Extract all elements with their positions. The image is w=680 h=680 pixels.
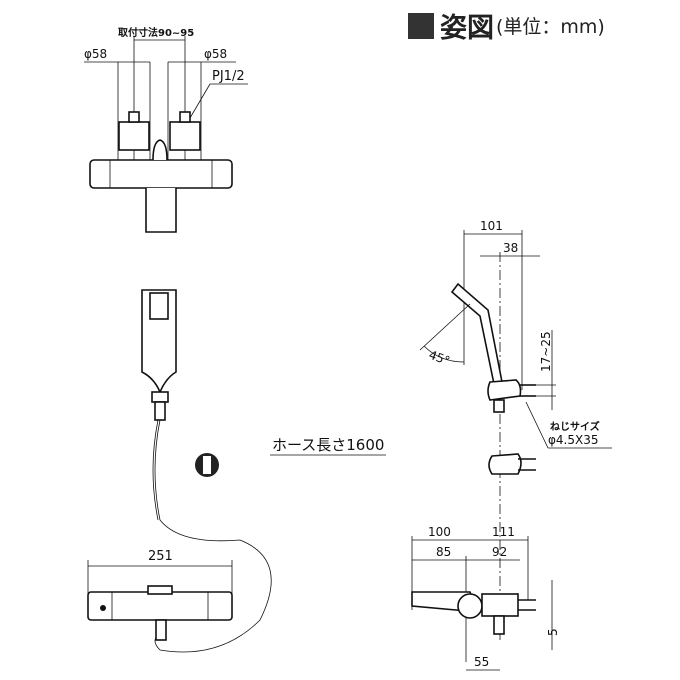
screw-size-label: φ4.5X35 bbox=[548, 433, 599, 447]
page-title: 姿図 (単位：mm) bbox=[408, 6, 605, 45]
dim-92-label: 92 bbox=[492, 545, 507, 559]
dim-5-label: 5 bbox=[546, 628, 560, 636]
dim-111-label: 111 bbox=[492, 525, 515, 539]
dia-right-label: φ58 bbox=[204, 47, 227, 61]
dim-55-label: 55 bbox=[474, 655, 489, 669]
hose-length-label: ホース長さ1600 bbox=[272, 436, 384, 454]
dia-left-label: φ58 bbox=[84, 47, 107, 61]
width-101-label: 101 bbox=[480, 219, 503, 233]
unit-label: (単位：mm) bbox=[496, 16, 605, 38]
screw-size-title: ねじサイズ bbox=[550, 420, 600, 433]
bottom-side-view: 100 111 85 92 5 55 bbox=[411, 525, 560, 671]
top-view: 取付寸法90~95 φ58 φ58 PJ1/2 bbox=[84, 26, 248, 233]
thread-label: PJ1/2 bbox=[212, 69, 245, 84]
hand-shower bbox=[141, 289, 272, 653]
title-text: 姿図 bbox=[440, 13, 494, 44]
dim-100-label: 100 bbox=[428, 525, 451, 539]
mount-pitch-label: 取付寸法90~95 bbox=[118, 26, 194, 39]
title-square-icon bbox=[408, 12, 434, 39]
side-view: 101 38 45° 17~25 ねじサイズ φ4.5X35 bbox=[419, 219, 612, 640]
width-38-label: 38 bbox=[503, 241, 518, 255]
front-width-label: 251 bbox=[148, 549, 173, 564]
angle-label: 45° bbox=[427, 348, 452, 368]
front-view: 251 bbox=[87, 549, 233, 641]
dim-85-label: 85 bbox=[436, 545, 451, 559]
range-label: 17~25 bbox=[539, 331, 553, 372]
